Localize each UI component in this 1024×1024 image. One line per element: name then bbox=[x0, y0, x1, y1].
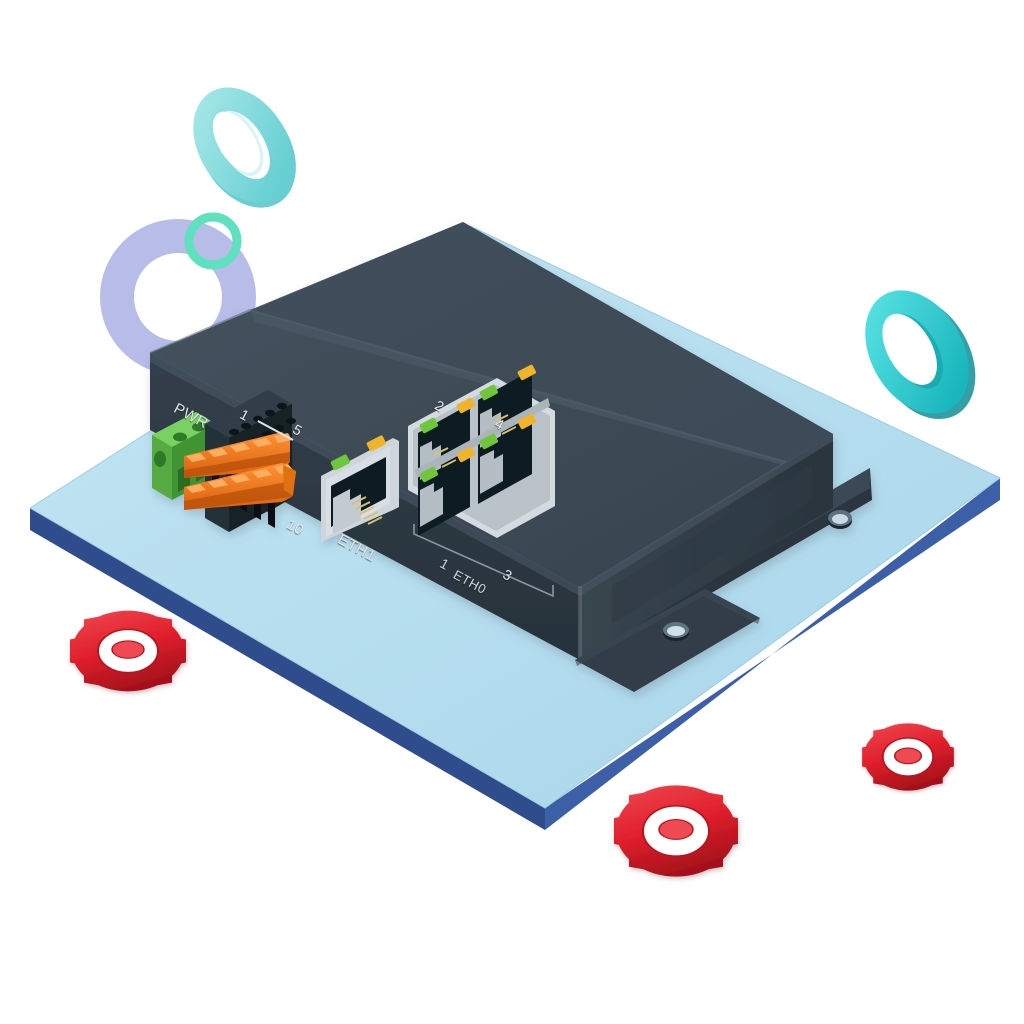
gear-red-bottom-right bbox=[862, 723, 954, 791]
gear-red-bottom bbox=[614, 785, 738, 877]
terminal-levers-row-top bbox=[184, 432, 292, 478]
port-block-eth0[interactable] bbox=[408, 364, 555, 538]
port-1[interactable] bbox=[418, 446, 476, 536]
terminal-levers-row-bottom bbox=[184, 463, 296, 510]
eth0-group-bracket bbox=[413, 524, 554, 598]
port-eth1[interactable] bbox=[321, 435, 399, 542]
industrial-ethernet-switch bbox=[149, 222, 872, 692]
ring-cyan-top-left bbox=[193, 87, 296, 208]
mount-bracket-front bbox=[575, 589, 760, 692]
ring-turquoise-right bbox=[865, 290, 976, 420]
port-3[interactable] bbox=[478, 413, 537, 504]
ring-mint-small bbox=[184, 212, 242, 270]
gear-red-left bbox=[70, 610, 186, 692]
